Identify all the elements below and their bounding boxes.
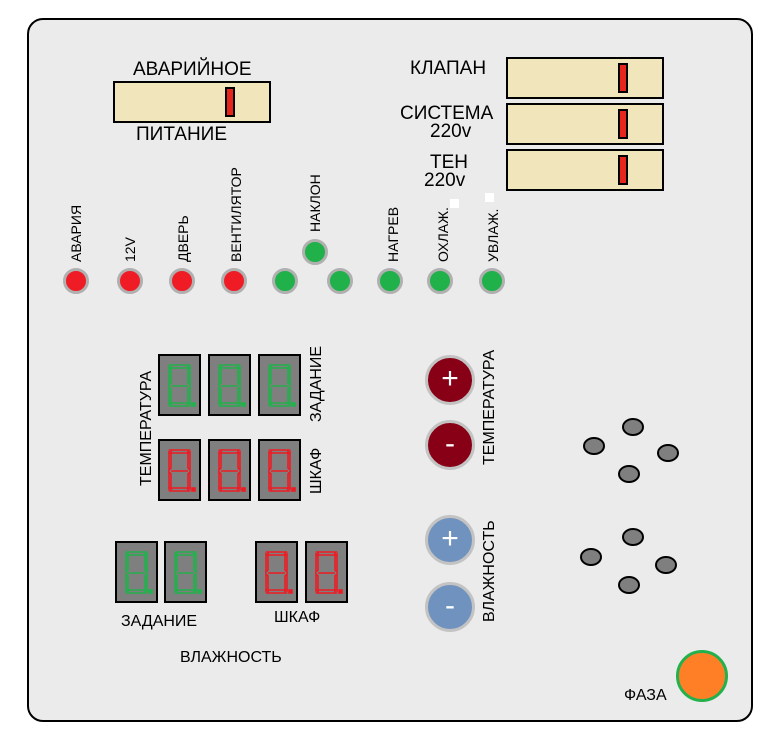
switch-knob[interactable]: [618, 63, 628, 93]
emergency-switch-label-top: АВАРИЙНОЕ: [133, 59, 252, 80]
heater-220v-switch[interactable]: [506, 149, 664, 191]
seven-segment-digit: [208, 354, 251, 416]
temperature-cabinet-label: ШКАФ: [308, 447, 325, 494]
marker: [450, 199, 459, 208]
seven-segment-digit: [258, 439, 301, 501]
emergency-power-switch[interactable]: [113, 81, 271, 123]
indicator-label: АВАРИЯ: [68, 204, 84, 262]
system-220v-switch[interactable]: [506, 103, 664, 145]
humidify-indicator-led: [479, 268, 505, 294]
connector-pin: [655, 556, 677, 574]
seven-segment-digit: [158, 439, 201, 501]
cooling-indicator-led: [427, 268, 453, 294]
connector-pin: [657, 444, 679, 462]
plus-icon: +: [441, 522, 459, 555]
humidity-minus-button[interactable]: -: [425, 582, 475, 632]
heater-switch-label-1: ТЕН: [430, 152, 468, 173]
minus-icon: -: [445, 427, 455, 460]
heating-indicator-led: [377, 268, 403, 294]
switch-knob[interactable]: [618, 155, 628, 185]
tilt-left-indicator-led: [272, 268, 298, 294]
indicator-label: 12V: [122, 237, 138, 262]
door-indicator-led: [169, 268, 195, 294]
emergency-switch-label-bottom: ПИТАНИЕ: [136, 124, 228, 145]
indicator-label: НАГРЕВ: [385, 206, 401, 262]
switch-knob[interactable]: [618, 109, 628, 139]
plus-icon: +: [441, 362, 459, 395]
indicator-label: ОХЛАЖ.: [435, 207, 451, 262]
humidity-cabinet-label: ШКАФ: [274, 609, 321, 626]
temperature-display-label: ТЕМПЕРАТУРА: [138, 370, 155, 486]
seven-segment-digit: [255, 541, 298, 603]
connector-pin: [583, 437, 605, 455]
seven-segment-digit: [164, 541, 207, 603]
seven-segment-digit: [258, 354, 301, 416]
tilt-right-indicator-led: [327, 268, 353, 294]
indicator-label: УВЛАЖ.: [485, 208, 501, 262]
temperature-setpoint-label: ЗАДАНИЕ: [308, 345, 325, 422]
system-switch-label-1: СИСТЕМА: [400, 103, 494, 124]
seven-segment-digit: [115, 541, 158, 603]
system-switch-label-2: 220v: [430, 121, 472, 142]
humidity-setpoint-label: ЗАДАНИЕ: [121, 613, 198, 630]
connector-pin: [580, 548, 602, 566]
connector-pin: [618, 576, 640, 594]
heater-switch-label-2: 220v: [424, 170, 466, 191]
indicator-label: НАКЛОН: [307, 174, 323, 232]
connector-pin: [618, 465, 640, 483]
humidity-controls-label: ВЛАЖНОСТЬ: [481, 520, 498, 622]
indicator-label: ВЕНТИЛЯТОР: [228, 167, 244, 262]
seven-segment-digit: [208, 439, 251, 501]
connector-pin: [622, 528, 644, 546]
temperature-controls-label: ТЕМПЕРАТУРА: [481, 349, 498, 465]
connector-pin: [622, 418, 644, 436]
humidity-group-label: ВЛАЖНОСТЬ: [180, 649, 282, 666]
12v-indicator-led: [117, 268, 143, 294]
switch-knob[interactable]: [225, 87, 235, 117]
fan-indicator-led: [221, 268, 247, 294]
alarm-indicator-led: [63, 268, 89, 294]
valve-switch[interactable]: [506, 57, 664, 99]
indicator-label: ДВЕРЬ: [175, 215, 191, 262]
tilt-indicator-led: [302, 239, 328, 265]
minus-icon: -: [445, 589, 455, 622]
phase-label: ФАЗА: [624, 687, 667, 704]
marker: [485, 193, 494, 202]
seven-segment-digit: [305, 541, 348, 603]
temperature-plus-button[interactable]: +: [425, 355, 475, 405]
temperature-minus-button[interactable]: -: [425, 420, 475, 470]
humidity-plus-button[interactable]: +: [425, 515, 475, 565]
valve-switch-label: КЛАПАН: [410, 58, 487, 79]
phase-indicator-lamp: [676, 650, 728, 702]
seven-segment-digit: [158, 354, 201, 416]
